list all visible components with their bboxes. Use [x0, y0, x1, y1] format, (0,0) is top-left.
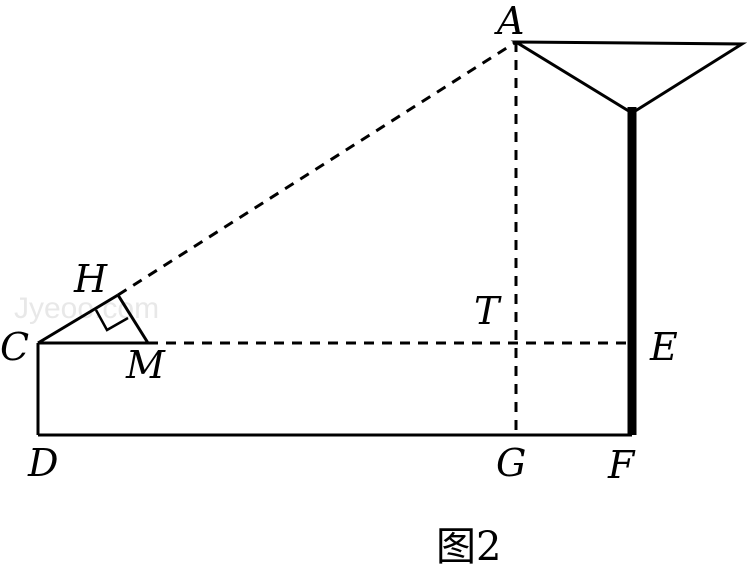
label-F: F	[607, 443, 636, 487]
segment-CH	[37, 293, 119, 345]
funnel-top	[510, 40, 748, 115]
label-A: A	[494, 0, 524, 43]
label-H: H	[73, 257, 108, 301]
right-angle-mark	[94, 309, 129, 332]
label-T: T	[474, 289, 502, 333]
label-E: E	[649, 325, 678, 369]
label-G: G	[496, 441, 526, 485]
segment-HM	[116, 294, 150, 344]
label-D: D	[27, 441, 58, 485]
label-C: C	[0, 325, 29, 369]
dashed-HA	[117, 40, 517, 297]
figure-caption: 图2	[436, 524, 501, 568]
label-M: M	[125, 343, 166, 387]
